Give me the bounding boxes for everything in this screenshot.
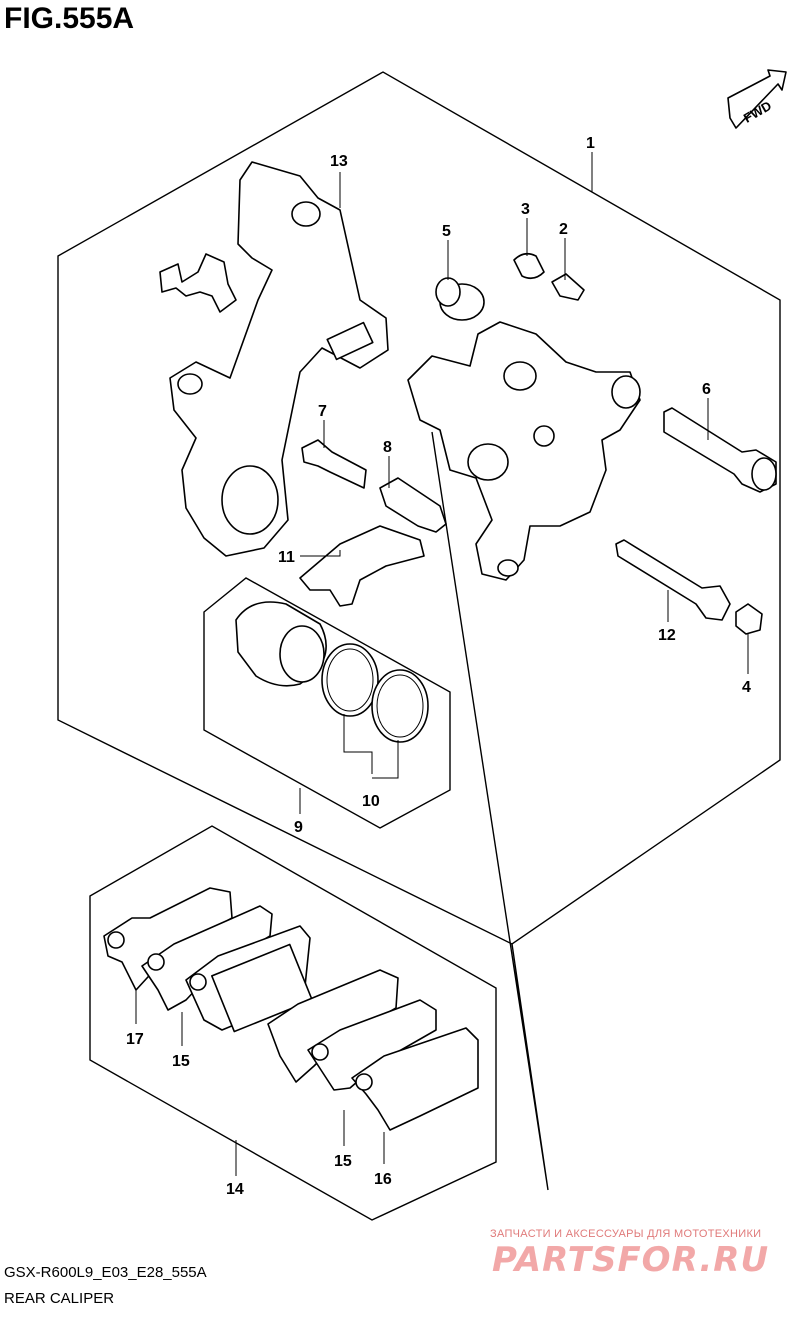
cap-part [513, 252, 545, 280]
figure-name: REAR CALIPER [4, 1290, 115, 1307]
callout-7: 7 [318, 403, 327, 420]
figure-title: FIG.555A [4, 2, 135, 35]
caliper-bracket-part [169, 161, 389, 557]
boot-part [435, 277, 485, 321]
piston-kit-boundary [203, 577, 451, 829]
callout-3: 3 [521, 201, 530, 218]
callout-14: 14 [226, 1181, 244, 1198]
pad-spring-part [299, 525, 425, 607]
callout-10: 10 [362, 793, 380, 810]
leader-lines [135, 152, 749, 1176]
sliding-bush-part [379, 477, 447, 533]
sliding-pin-part [663, 407, 777, 493]
callout-17: 17 [126, 1031, 144, 1048]
caliper-assembly-boundary [57, 71, 781, 945]
callout-15-left: 15 [172, 1053, 190, 1070]
callout-6: 6 [702, 381, 711, 398]
pad-set-boundary [89, 825, 497, 1221]
callout-2: 2 [559, 221, 568, 238]
bracket-clip-part [159, 253, 237, 313]
callout-8: 8 [383, 439, 392, 456]
brake-pads-part [103, 887, 479, 1131]
callout-15-right: 15 [334, 1153, 352, 1170]
watermark-logo: PARTSFOR.RU [492, 1240, 770, 1280]
callout-4: 4 [742, 679, 751, 696]
caliper-body-part [407, 321, 641, 581]
nut-part [735, 603, 763, 635]
callout-16: 16 [374, 1171, 392, 1188]
callout-13: 13 [330, 153, 348, 170]
pad-projection-line [431, 431, 549, 1191]
watermark-tagline: ЗАПЧАСТИ И АКСЕССУАРЫ ДЛЯ МОТОТЕХНИКИ [490, 1228, 762, 1240]
callout-9: 9 [294, 819, 303, 836]
callout-1: 1 [586, 135, 595, 152]
mounting-bolt-part [615, 539, 731, 621]
callout-numbers: 1 2 3 4 5 6 7 8 9 10 11 12 13 14 15 15 1… [126, 135, 751, 1198]
callout-11: 11 [278, 549, 295, 566]
callout-5: 5 [442, 223, 451, 240]
piston-and-seals-part [235, 601, 429, 743]
fwd-badge: FWD [727, 69, 787, 129]
figure-code: GSX-R600L9_E03_E28_555A [4, 1264, 207, 1281]
pin-bolt-part [301, 439, 367, 489]
callout-12: 12 [658, 627, 676, 644]
bleeder-valve-part [551, 273, 585, 301]
